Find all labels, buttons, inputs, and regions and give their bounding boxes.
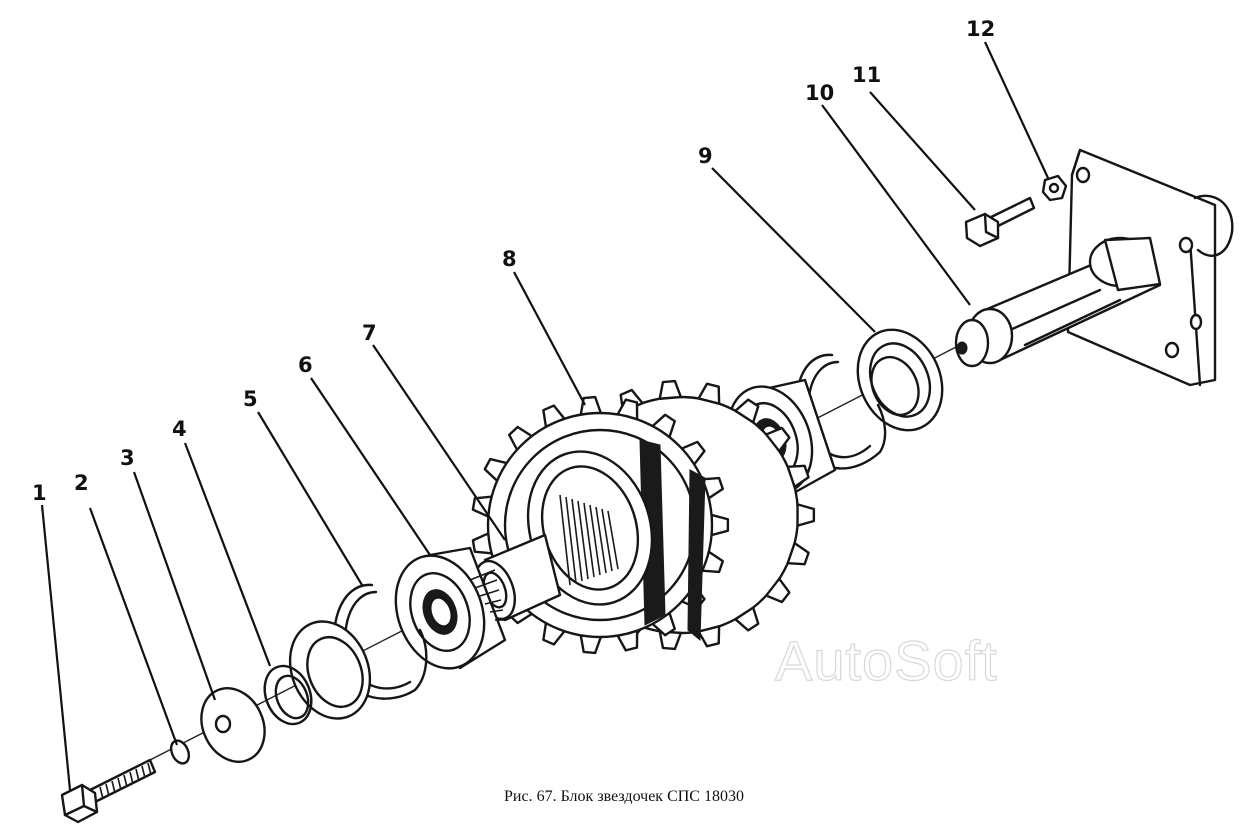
figure-caption: Рис. 67. Блок звездочек СПС 18030: [0, 788, 1248, 806]
small-bolt-icon: [964, 196, 1036, 248]
callout-7: 7: [362, 321, 377, 345]
flat-washer-icon: [200, 687, 266, 763]
washer-icon: [169, 739, 191, 765]
callout-12: 12: [966, 17, 995, 41]
callout-6: 6: [298, 353, 313, 377]
bolt-icon: [60, 758, 157, 824]
nut-icon: [1041, 174, 1068, 202]
leader-lines: [40, 41, 1049, 791]
callout-3: 3: [120, 446, 135, 470]
callout-9: 9: [698, 144, 713, 168]
callout-11: 11: [852, 63, 881, 87]
watermark: AutoSoft: [774, 628, 998, 692]
callout-1: 1: [32, 481, 47, 505]
double-sprocket-icon: [471, 379, 816, 655]
callout-2: 2: [74, 471, 89, 495]
seal-ring-icon: [856, 328, 944, 432]
callout-10: 10: [805, 81, 834, 105]
callout-labels: 1 2 3 4 5 6 7 8 9 10 11 12: [32, 17, 995, 505]
axle-bracket-icon: [954, 148, 1234, 387]
seal-ring-icon: [288, 620, 372, 720]
snap-ring-icon: [263, 664, 313, 726]
callout-5: 5: [243, 387, 258, 411]
callout-8: 8: [502, 247, 517, 271]
ball-bearing-icon: [394, 546, 507, 670]
callout-4: 4: [172, 417, 187, 441]
caption-text: Рис. 67. Блок звездочек СПС 18030: [504, 788, 744, 805]
